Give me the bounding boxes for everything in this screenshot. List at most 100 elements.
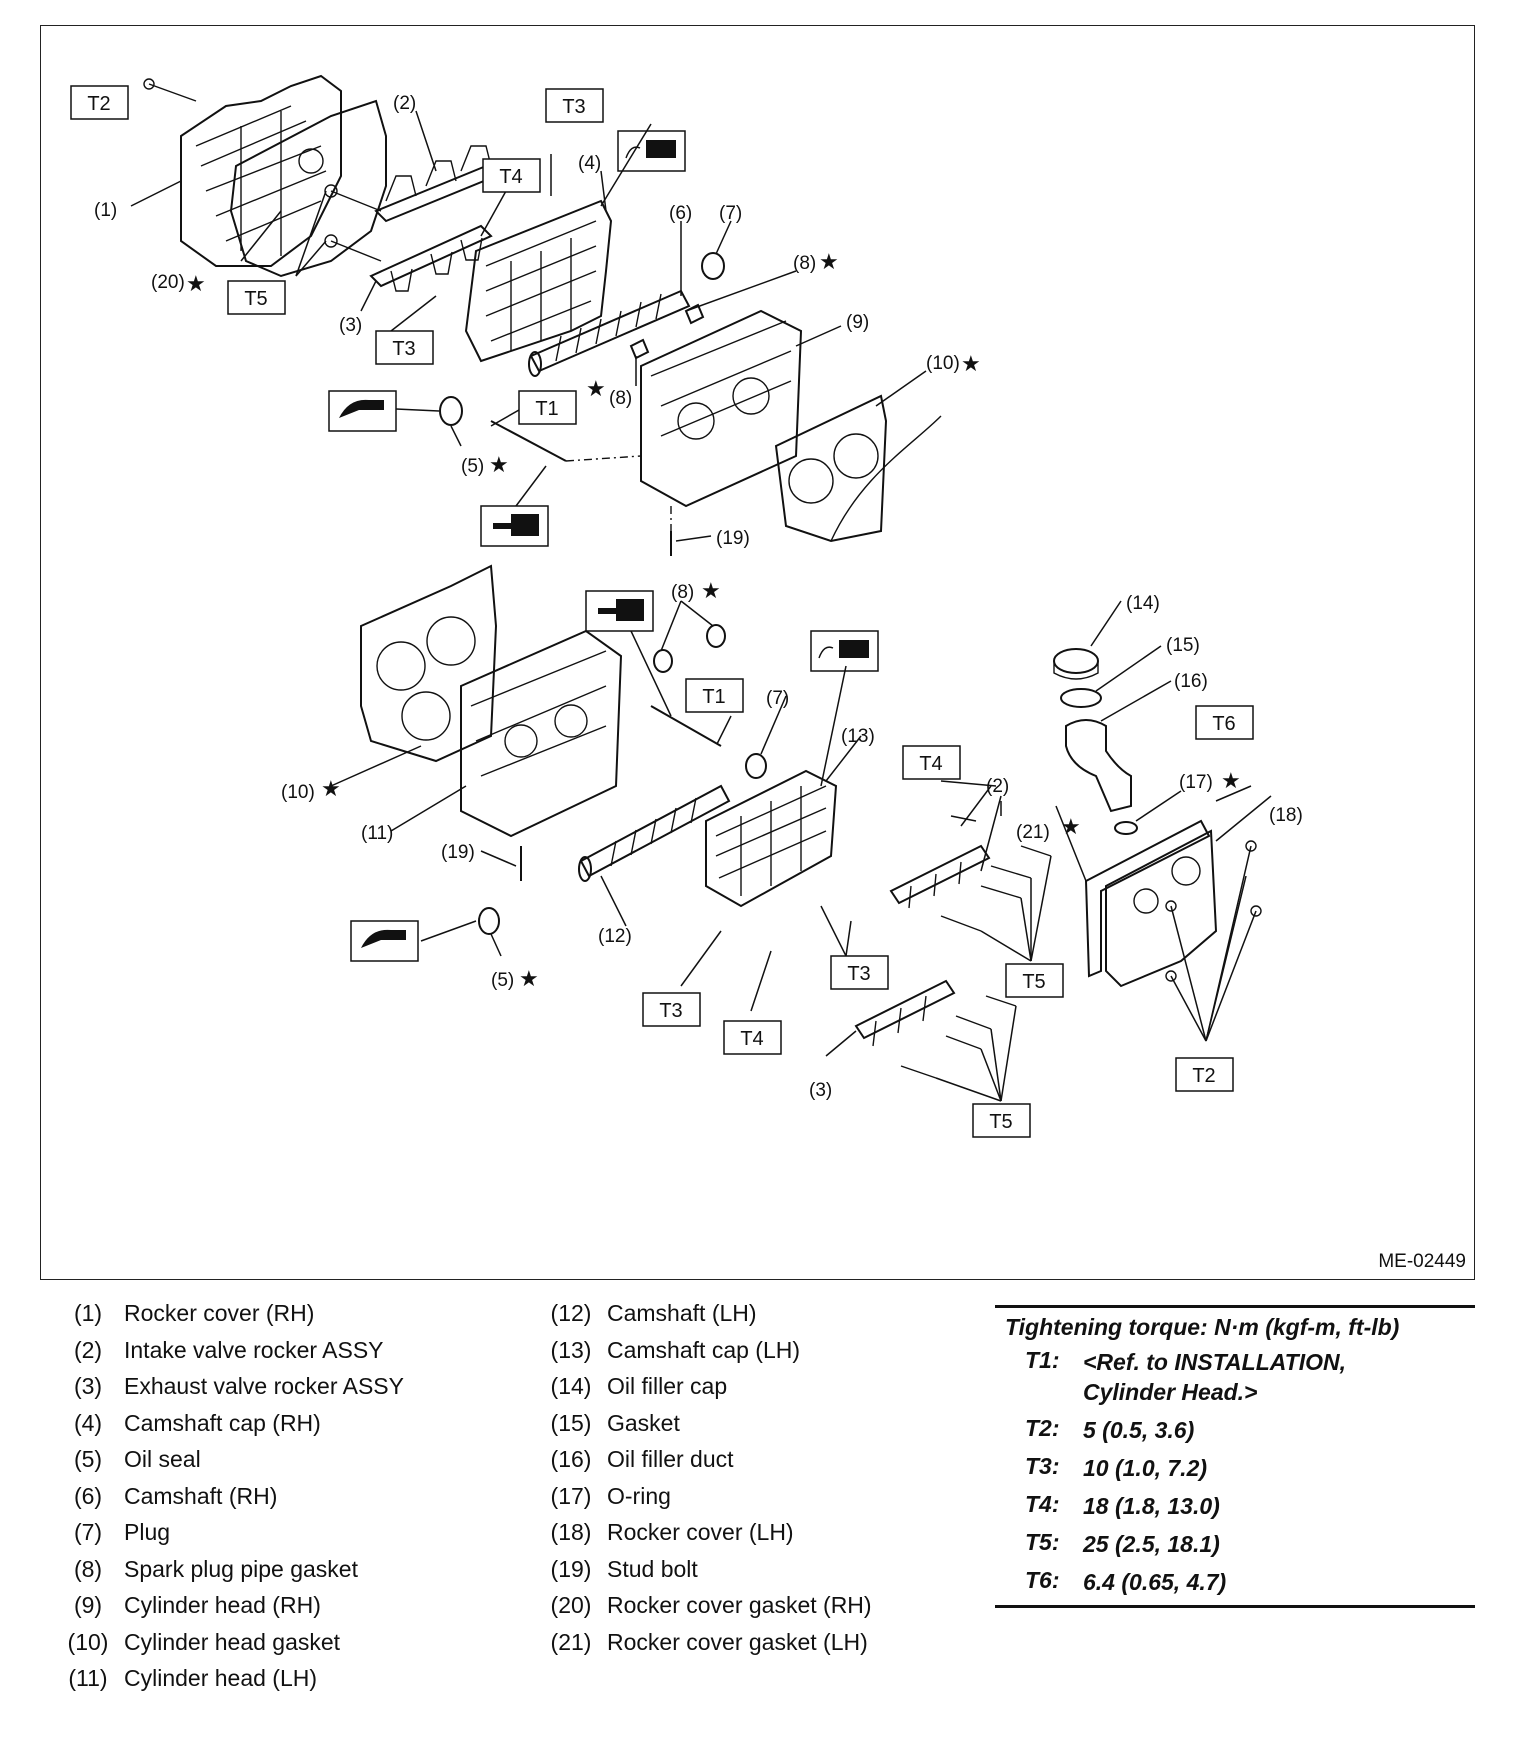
torque-key: T4: <box>1025 1491 1060 1517</box>
install-tool-icon-1 <box>328 390 397 432</box>
callout-4: (4) <box>578 153 601 174</box>
legend-part-name: Rocker cover (LH) <box>607 1519 794 1545</box>
torque-box-t4-upper: T4 <box>482 158 541 193</box>
svg-text:T5: T5 <box>1022 971 1045 993</box>
legend-number: (1) <box>73 1300 103 1326</box>
legend-row: (11) Cylinder head (LH) <box>52 1665 404 1702</box>
callout-20: (20) <box>151 272 185 293</box>
torque-box-t5-lower-b: T5 <box>972 1103 1031 1138</box>
legend-row: (7)Plug <box>52 1519 404 1556</box>
bolt-group-t2-upper <box>143 78 197 102</box>
torque-row: T5:25 (2.5, 18.1) <box>995 1529 1475 1559</box>
rocker-cover-gasket-rh <box>229 99 387 278</box>
legend-number: (9) <box>73 1592 103 1618</box>
torque-box-t2-upper: T2 <box>70 85 129 120</box>
callout-2-lower: (2) <box>986 776 1009 797</box>
bolt-group-t5-lower <box>900 845 1052 1079</box>
rocker-cover-rh <box>180 74 342 267</box>
legend-number: (4) <box>73 1409 103 1436</box>
svg-text:T5: T5 <box>244 288 267 310</box>
figure-id: ME-02449 <box>1378 1251 1466 1272</box>
callout-18: (18) <box>1269 805 1303 826</box>
legend-row: (19)Stud bolt <box>535 1556 872 1593</box>
legend-part-name: Cylinder head (LH) <box>124 1665 318 1691</box>
callout-10-upper: (10) <box>926 353 960 374</box>
callout-7-upper: (7) <box>719 203 742 224</box>
svg-text:★: ★ <box>701 579 721 604</box>
torque-title: Tightening torque: N·m (kgf-m, ft-lb) <box>1005 1314 1400 1340</box>
torque-value: <Ref. to INSTALLATION, Cylinder Head.> <box>1083 1349 1346 1405</box>
callout-12: (12) <box>598 926 632 947</box>
legend-number: (3) <box>73 1373 103 1399</box>
svg-text:★: ★ <box>321 777 341 802</box>
torque-value: 10 (1.0, 7.2) <box>1083 1455 1208 1481</box>
legend-row: (1)Rocker cover (RH) <box>52 1300 404 1337</box>
legend-row: (6)Camshaft (RH) <box>52 1483 404 1520</box>
cylinder-head-gasket-rh <box>774 394 942 543</box>
rocker-cover-gasket-lh <box>1084 819 1211 978</box>
svg-text:T2: T2 <box>1192 1065 1215 1087</box>
legend-number: (11) <box>68 1665 108 1691</box>
legend-number: (8) <box>73 1555 103 1582</box>
torque-box-t3-upper-a: T3 <box>545 88 604 123</box>
oil-tool-icon-1 <box>480 505 549 547</box>
callout-21: (21) <box>1016 822 1050 843</box>
legend-row: (18)Rocker cover (LH) <box>535 1519 872 1556</box>
legend-row: (2)Intake valve rocker ASSY <box>52 1337 404 1374</box>
camshaft-lh <box>578 784 731 882</box>
legend-number: (5) <box>73 1446 103 1472</box>
callout-8-upper-a: (8) <box>793 253 816 274</box>
callout-5-upper: (5) <box>461 456 484 477</box>
leader-lines <box>130 110 1272 1102</box>
plug-lh <box>745 753 767 779</box>
legend-part-name: Camshaft cap (RH) <box>124 1409 321 1436</box>
svg-text:T4: T4 <box>499 166 522 188</box>
svg-text:T3: T3 <box>562 96 585 118</box>
callout-17: (17) <box>1179 772 1213 793</box>
torque-box-t3-upper-b: T3 <box>375 330 434 365</box>
torque-key: T1: <box>1025 1347 1060 1373</box>
callout-3-upper: (3) <box>339 315 362 336</box>
spark-plug-gasket-lh-1 <box>653 649 673 673</box>
svg-text:T5: T5 <box>989 1111 1012 1133</box>
callout-14: (14) <box>1126 593 1160 614</box>
oil-tool-icon-2 <box>585 590 654 632</box>
camshaft-cap-rh <box>464 199 613 363</box>
legend-row: (13)Camshaft cap (LH) <box>535 1337 872 1374</box>
spark-plug-gasket-rh-1 <box>684 303 705 325</box>
legend-row: (21)Rocker cover gasket (LH) <box>535 1629 872 1666</box>
svg-text:★: ★ <box>1221 769 1241 794</box>
torque-value: 5 (0.5, 3.6) <box>1083 1417 1195 1443</box>
torque-rows: T1: <Ref. to INSTALLATION, Cylinder Head.… <box>995 1347 1475 1597</box>
oil-filler-gasket <box>1060 688 1102 708</box>
camshaft-cap-lh <box>705 769 838 908</box>
legend-row: (9)Cylinder head (RH) <box>52 1592 404 1629</box>
legend-part-name: Rocker cover gasket (RH) <box>607 1592 872 1618</box>
svg-text:T2: T2 <box>87 93 110 115</box>
legend-number: (15) <box>550 1409 592 1436</box>
legend-part-name: Cylinder head gasket <box>124 1628 341 1655</box>
torque-key: T6: <box>1025 1567 1060 1593</box>
svg-text:★: ★ <box>819 250 839 275</box>
rocker-cover-lh <box>1105 829 1218 988</box>
torque-box-t1-lower: T1 <box>685 678 744 713</box>
svg-text:T3: T3 <box>847 963 870 985</box>
exploded-view-diagram: (1) (2) (4) (6) (7) (8) (9) (10) (20) (3… <box>70 74 1303 1138</box>
callout-16: (16) <box>1174 671 1208 692</box>
sealant-tool-icon-1 <box>617 130 686 172</box>
svg-text:★: ★ <box>961 352 981 377</box>
callout-10-lower: (10) <box>281 782 315 803</box>
legend-number: (2) <box>73 1336 103 1363</box>
callout-15: (15) <box>1166 635 1200 656</box>
torque-box-t6: T6 <box>1195 705 1254 740</box>
plug-rh <box>701 252 725 280</box>
torque-value: 18 (1.8, 13.0) <box>1083 1493 1220 1519</box>
torque-value: 6.4 (0.65, 4.7) <box>1083 1569 1227 1595</box>
legend-number: (16) <box>550 1446 592 1472</box>
legend-number: (12) <box>550 1300 592 1326</box>
torque-box-t4-lower-a: T4 <box>902 745 961 780</box>
oil-seal-rh <box>439 396 463 426</box>
exhaust-valve-rocker-lh <box>854 979 956 1047</box>
callout-1: (1) <box>94 200 117 221</box>
legend-row: (20)Rocker cover gasket (RH) <box>535 1592 872 1629</box>
